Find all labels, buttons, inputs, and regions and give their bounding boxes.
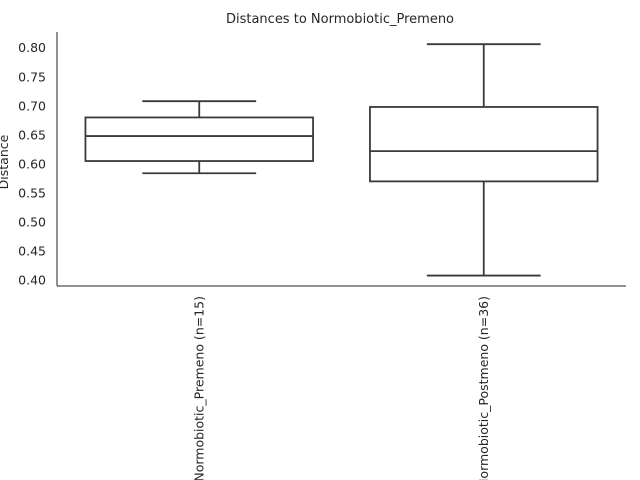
y-tick-label: 0.75 (18, 69, 46, 84)
interquartile-box (369, 106, 599, 183)
y-tick-label: 0.45 (18, 244, 46, 259)
boxes-group (84, 43, 599, 277)
y-tick-label: 0.55 (18, 186, 46, 201)
box-1 (84, 100, 314, 175)
x-tick-labels: Normobiotic_Premeno (n=15) Normobiotic_Po… (191, 296, 491, 480)
box-2 (369, 43, 599, 277)
y-tick-label: 0.80 (18, 40, 46, 55)
y-tick-label: 0.70 (18, 98, 46, 113)
y-tick-label: 0.40 (18, 273, 46, 288)
chart-title: Distances to Normobiotic_Premeno (226, 12, 454, 27)
x-tick-label: Normobiotic_Postmeno (n=36) (476, 296, 491, 480)
x-tick-label: Normobiotic_Premeno (n=15) (191, 296, 206, 480)
y-axis-label: Distance (0, 134, 11, 189)
y-tick-label: 0.50 (18, 215, 46, 230)
interquartile-box (84, 116, 314, 162)
y-tick-label: 0.60 (18, 156, 46, 171)
y-tick-labels: 0.40 0.45 0.50 0.55 0.60 0.65 0.70 0.75 0.80 (18, 40, 46, 287)
y-tick-label: 0.65 (18, 127, 46, 142)
